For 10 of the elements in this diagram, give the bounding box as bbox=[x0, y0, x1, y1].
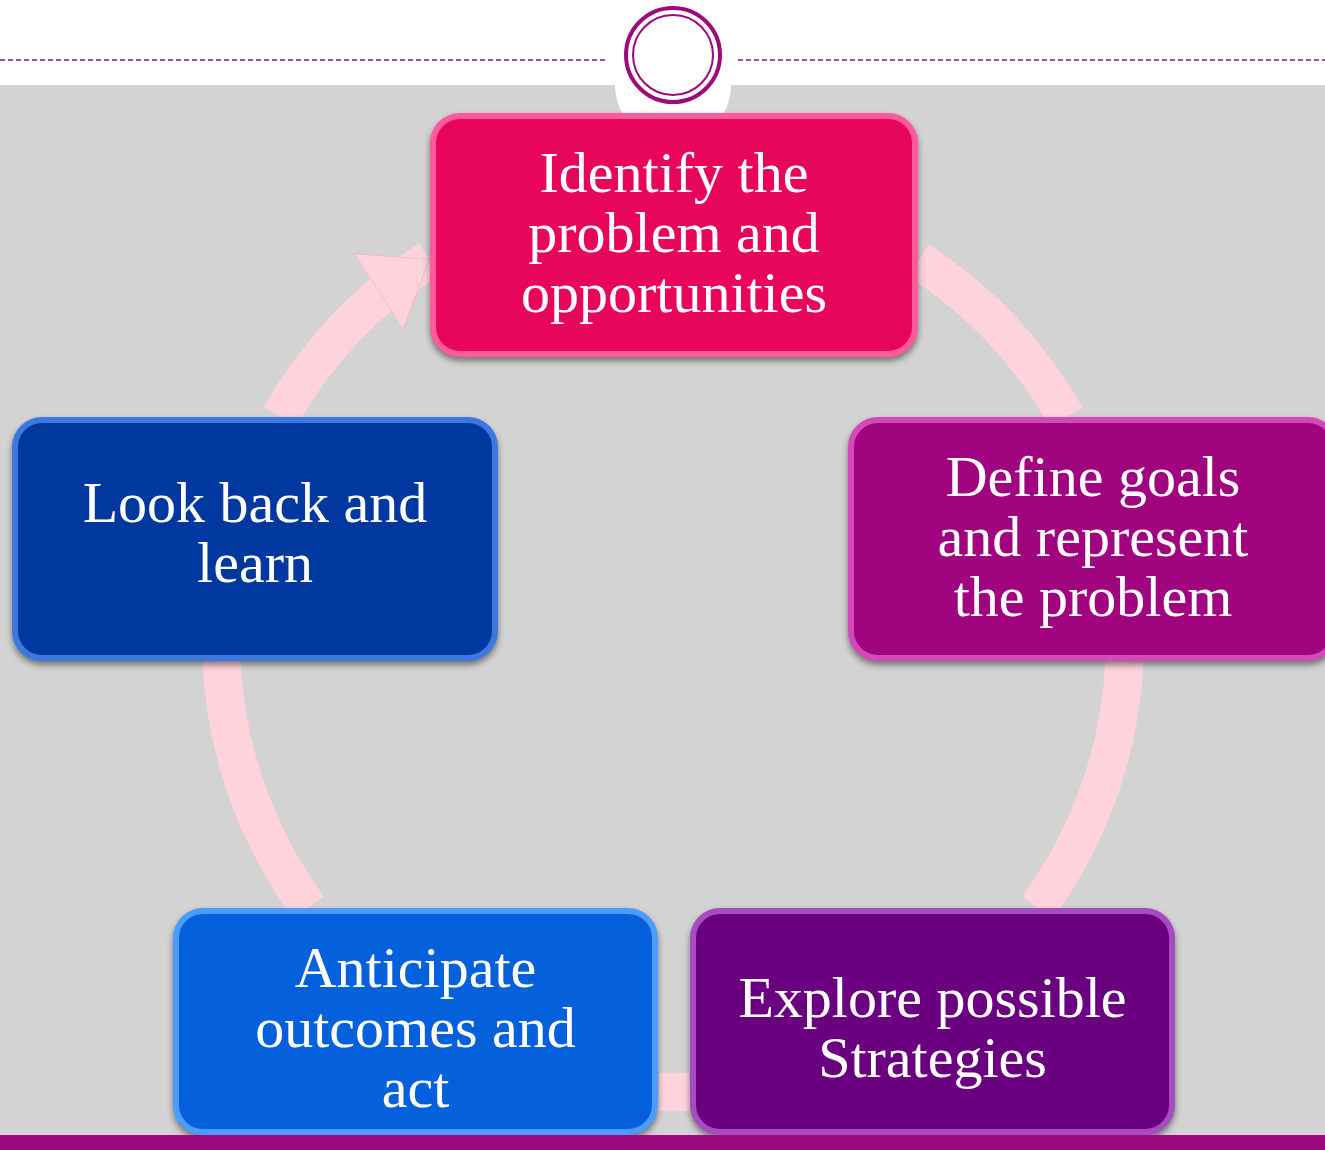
step-box bbox=[690, 908, 1175, 1135]
step-label: Look back and learn bbox=[81, 473, 429, 593]
step-label: Anticipate outcomes and act bbox=[254, 938, 577, 1118]
step-label: Define goals and represent the problem bbox=[936, 447, 1250, 627]
step-box bbox=[848, 417, 1325, 661]
step-label: Explore possible Strategies bbox=[737, 968, 1128, 1088]
step-label: Identify the problem and opportunities bbox=[519, 143, 829, 323]
step-box bbox=[12, 417, 498, 661]
step-box bbox=[173, 908, 658, 1135]
step-box bbox=[430, 113, 918, 357]
